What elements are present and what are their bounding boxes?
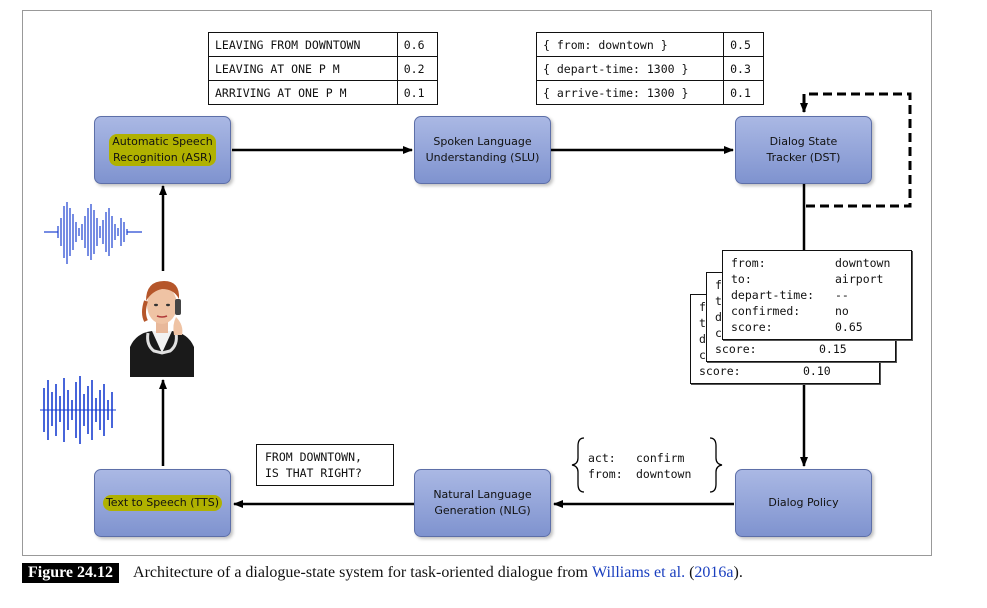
citation-authors-link[interactable]: Williams et al. bbox=[591, 564, 686, 581]
dialog-act-row: act: confirm bbox=[588, 450, 691, 466]
card-value: 0.10 bbox=[803, 364, 831, 378]
dialog-act: act: confirm from: downtown bbox=[588, 450, 691, 482]
card-row: confirmed: no bbox=[731, 303, 903, 319]
dialog-act-right-brace bbox=[709, 437, 723, 493]
caption-paren-open: ( bbox=[685, 564, 695, 581]
user-on-phone-illustration bbox=[126, 273, 198, 377]
state-card-front: from:downtown to:airport depart-time:-- … bbox=[722, 250, 912, 340]
asr-node: Automatic Speech Recognition (ASR) bbox=[94, 116, 231, 184]
dialog-act-left-brace bbox=[571, 437, 585, 493]
caption-paren-close: ). bbox=[733, 564, 743, 581]
output-waveform-icon bbox=[40, 376, 116, 444]
figure-label: Figure 24.12 bbox=[22, 563, 120, 583]
table-row: { depart-time: 1300 }0.3 bbox=[535, 56, 764, 81]
hypothesis-text: { from: downtown } bbox=[535, 32, 725, 57]
card-row: from: downtown bbox=[731, 255, 903, 271]
dst-node: Dialog State Tracker (DST) bbox=[735, 116, 872, 184]
card-score-row: score: 0.15 bbox=[715, 341, 847, 357]
dialog-policy-node: Dialog Policy bbox=[735, 469, 872, 537]
hypothesis-text: LEAVING FROM DOWNTOWN bbox=[208, 32, 398, 57]
hypothesis-text: ARRIVING AT ONE P M bbox=[208, 80, 398, 105]
hypothesis-score: 0.1 bbox=[396, 80, 439, 105]
table-row: { arrive-time: 1300 }0.1 bbox=[535, 80, 764, 105]
act-value: downtown bbox=[636, 467, 692, 481]
card-value: 0.65 bbox=[835, 320, 863, 334]
hypothesis-score: 0.6 bbox=[396, 32, 439, 57]
slu-label: Spoken Language Understanding (SLU) bbox=[425, 135, 540, 164]
card-value: no bbox=[835, 304, 849, 318]
card-value: downtown bbox=[835, 256, 891, 270]
citation-year-link[interactable]: 2016a bbox=[694, 564, 734, 581]
dst-label: Dialog State Tracker (DST) bbox=[766, 135, 841, 164]
hypothesis-score: 0.1 bbox=[723, 80, 764, 105]
card-key: depart-time: bbox=[731, 288, 815, 302]
card-key: score: bbox=[715, 342, 757, 356]
act-key: act: bbox=[588, 451, 616, 465]
hypothesis-score: 0.5 bbox=[723, 32, 764, 57]
card-value: airport bbox=[835, 272, 884, 286]
card-key: to: bbox=[731, 272, 752, 286]
figure-frame bbox=[22, 10, 932, 556]
hypothesis-text: { depart-time: 1300 } bbox=[535, 56, 725, 81]
asr-label: Automatic Speech Recognition (ASR) bbox=[109, 134, 216, 166]
table-row: { from: downtown }0.5 bbox=[535, 32, 764, 57]
card-value: -- bbox=[835, 288, 849, 302]
nlg-node: Natural Language Generation (NLG) bbox=[414, 469, 551, 537]
act-key: from: bbox=[588, 467, 623, 481]
tts-label: Text to Speech (TTS) bbox=[102, 495, 223, 511]
hypothesis-text: LEAVING AT ONE P M bbox=[208, 56, 398, 81]
card-value: 0.15 bbox=[819, 342, 847, 356]
hypothesis-score: 0.2 bbox=[396, 56, 439, 81]
card-key: score: bbox=[731, 320, 773, 334]
figure-caption: Figure 24.12 Architecture of a dialogue-… bbox=[22, 560, 962, 586]
input-waveform-icon bbox=[44, 202, 142, 264]
act-value: confirm bbox=[636, 451, 685, 465]
dialog-act-row: from: downtown bbox=[588, 466, 691, 482]
policy-label: Dialog Policy bbox=[768, 496, 839, 509]
hypothesis-score: 0.3 bbox=[723, 56, 764, 81]
hypothesis-text: { arrive-time: 1300 } bbox=[535, 80, 725, 105]
card-row: to: airport bbox=[731, 271, 903, 287]
slu-nbest-table: { from: downtown }0.5 { depart-time: 130… bbox=[535, 32, 764, 105]
caption-text: Architecture of a dialogue-state system … bbox=[133, 564, 592, 581]
card-key: score: bbox=[699, 364, 741, 378]
dst-self-loop-arrow bbox=[800, 92, 912, 208]
card-row: depart-time: -- bbox=[731, 287, 903, 303]
card-key: from: bbox=[731, 256, 766, 270]
tts-node: Text to Speech (TTS) bbox=[94, 469, 231, 537]
slu-node: Spoken Language Understanding (SLU) bbox=[414, 116, 551, 184]
card-row: score: 0.65 bbox=[731, 319, 903, 335]
nlg-label: Natural Language Generation (NLG) bbox=[433, 488, 532, 517]
card-key: confirmed: bbox=[731, 304, 801, 318]
card-score-row: score: 0.10 bbox=[699, 363, 831, 379]
system-utterance-box: FROM DOWNTOWN, IS THAT RIGHT? bbox=[256, 444, 394, 486]
